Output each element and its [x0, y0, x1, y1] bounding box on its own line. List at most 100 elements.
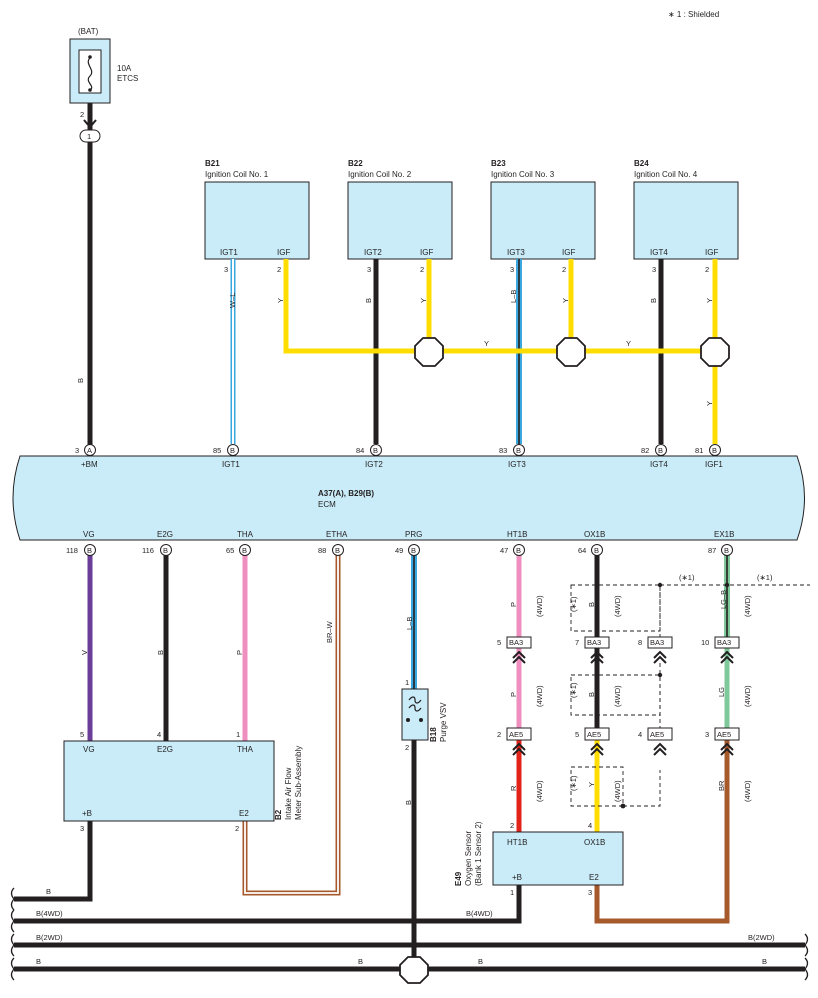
wire-label-igf-bus-a: Y: [484, 339, 489, 348]
connector-ba3-ht: BA3 5: [497, 636, 532, 664]
fuse-element-frame: [78, 49, 102, 94]
vsv-terminal-icon: [406, 718, 410, 722]
shield-label-mid: (∗1): [569, 682, 578, 698]
bus-break-icon: [10, 933, 15, 957]
vsv-name: Purge VSV: [439, 702, 448, 742]
shield-label-top: (∗1): [569, 596, 578, 612]
wire-label-igf-bus-b: Y: [626, 339, 631, 348]
connector-ae5-ht: AE5 2: [497, 727, 532, 756]
ignition-coil-2: B22 Ignition Coil No. 2 IGT2 IGF 3 2: [347, 159, 453, 274]
maf-pin-e2g: 4: [157, 730, 161, 739]
ecm-top-pin-igt1: B 85 IGT1: [213, 444, 240, 469]
svg-text:IGT3: IGT3: [508, 460, 526, 469]
shield-label-bot: (∗1): [569, 775, 578, 791]
bus-3-label-right: B(2WD): [748, 933, 775, 942]
ecm-label-ox1b: OX1B: [584, 530, 605, 539]
coil-2-code: B22: [348, 159, 363, 168]
svg-text:118: 118: [66, 546, 78, 555]
fuse-terminal-icon: [88, 88, 92, 92]
wire-o2-ground: [14, 885, 522, 924]
wire-label-igf3: Y: [561, 298, 570, 303]
coil-2-body: [347, 181, 453, 260]
coil-4-body: [633, 181, 739, 260]
svg-text:81: 81: [695, 446, 703, 455]
svg-text:+BM: +BM: [81, 460, 98, 469]
connector-chevron-icon: [83, 119, 97, 129]
svg-text:64: 64: [578, 546, 586, 555]
o2-sensor-body: [492, 831, 624, 886]
ecm-bottom-pin-ex1b: B 87: [708, 544, 733, 556]
ecm-label-vg: VG: [83, 530, 95, 539]
ignition-coil-3: B23 Ignition Coil No. 3 IGT3 IGF 3 2: [490, 159, 596, 274]
fuse-pin-top: 2: [80, 110, 84, 119]
maf-label-plus-b: +B: [82, 809, 92, 818]
wire-label-ex-bot-4wd: (4WD): [743, 780, 752, 802]
ecm-code: A37(A), B29(B): [318, 489, 374, 498]
ecm-body: [12, 455, 805, 541]
connector-chevron-icon: [590, 742, 604, 756]
coil-3-igt-label: IGT3: [507, 248, 525, 257]
maf-label-e2g: E2G: [157, 745, 173, 754]
wire-label-ht-bot: R: [509, 785, 518, 791]
wire-label-ex-top: LG–B: [719, 590, 728, 609]
fuse-name: ETCS: [117, 74, 138, 83]
bus-2-label-left: B(4WD): [36, 909, 63, 918]
coil-3-igf-label: IGF: [562, 248, 575, 257]
ecm-top-pin-igf1: B 81 IGF1: [695, 444, 723, 469]
svg-text:B: B: [516, 446, 521, 455]
connector-ba3-ox: BA3 7: [575, 636, 610, 664]
coil-4-igf-label: IGF: [705, 248, 718, 257]
svg-text:10: 10: [701, 638, 709, 647]
bus-3-label-left: B(2WD): [36, 933, 63, 942]
maf-name-line2: Meter Sub-Assembly: [294, 746, 303, 820]
bus-break-icon: [804, 933, 809, 957]
fuse-terminal-icon: [88, 55, 92, 59]
ecm-label-ht1b: HT1B: [507, 530, 527, 539]
ecm-label-etha: ETHA: [326, 530, 348, 539]
coil-3-body: [490, 181, 596, 260]
connector-ae5-ox: AE5 5: [575, 727, 610, 756]
o2-label-ht: HT1B: [507, 838, 527, 847]
wire-label-igf2: Y: [419, 298, 428, 303]
svg-text:BA3: BA3: [509, 638, 523, 647]
bus-break-icon: [804, 957, 809, 981]
fuse-rating: 10A: [117, 64, 132, 73]
shield-line-bot: [623, 770, 661, 807]
ecm-label-e2g: E2G: [157, 530, 173, 539]
coil-1-igf-label: IGF: [277, 248, 290, 257]
svg-text:B: B: [230, 446, 235, 455]
ecm-bottom-pin-tha: B 65: [226, 544, 251, 556]
ecm-label-ex1b: EX1B: [714, 530, 734, 539]
shield-node-icon: [724, 582, 730, 588]
svg-text:5: 5: [497, 638, 501, 647]
wire-label-igt3: L–B: [509, 290, 518, 303]
coil-3-name: Ignition Coil No. 3: [491, 170, 555, 179]
junction-icon: [700, 337, 730, 367]
svg-text:49: 49: [395, 546, 403, 555]
wire-label-ox-bot-4wd: (4WD): [613, 780, 622, 802]
o2-code: E49: [454, 871, 463, 886]
svg-text:BA3: BA3: [650, 638, 664, 647]
connector-chevron-icon: [512, 742, 526, 756]
o2-label-plus-b: +B: [512, 873, 522, 882]
coil-2-igt-pin: 3: [367, 265, 371, 274]
coil-1-igf-pin: 2: [277, 265, 281, 274]
svg-text:B: B: [335, 546, 340, 555]
maf-body: [63, 740, 275, 822]
bus-break-icon: [10, 957, 15, 981]
ground-bus-1: [10, 887, 15, 911]
wire-label-ex-bot: BR: [717, 780, 726, 791]
wire-label-igf1: Y: [276, 298, 285, 303]
ecm-label-prg: PRG: [405, 530, 422, 539]
maf-pin-vg: 5: [80, 730, 84, 739]
wire-label-ox-top: B: [587, 602, 596, 607]
maf-pin-tha: 1: [236, 730, 240, 739]
maf-name-line1: Intake Air Flow: [284, 767, 293, 820]
maf-label-vg: VG: [83, 745, 95, 754]
svg-text:7: 7: [575, 638, 579, 647]
o2-label-e2: E2: [589, 873, 599, 882]
vsv-terminal-icon: [419, 718, 423, 722]
coil-icon: [408, 696, 422, 712]
coil-2-igf-label: IGF: [420, 248, 433, 257]
ground-bus-2: B(4WD) B(4WD): [10, 909, 493, 933]
